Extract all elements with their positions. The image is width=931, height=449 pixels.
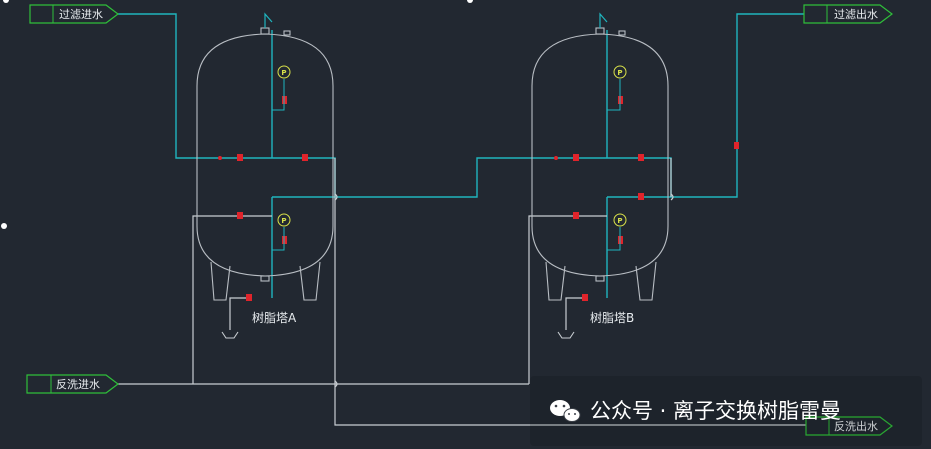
drain-b <box>565 297 585 330</box>
vent-pipes <box>264 12 608 28</box>
gauge-symbol: P <box>617 69 622 77</box>
tank-b-bottom-nozzle <box>595 275 605 282</box>
tap-b-upper <box>607 79 621 111</box>
label-filter-out: 过滤出水 <box>834 7 878 21</box>
tank-a-label: 树脂塔A <box>252 310 297 325</box>
crossing-b <box>670 193 674 201</box>
drain-funnel-b <box>557 331 575 339</box>
gauge-a-upper: P <box>277 65 291 79</box>
tank-b-shell <box>531 33 669 277</box>
tank-b-vent <box>618 30 626 36</box>
valve-a-top <box>302 154 308 161</box>
valve-b-top <box>638 154 644 161</box>
tank-a <box>196 27 334 301</box>
grip-corner <box>3 0 9 3</box>
vent-a <box>264 12 273 28</box>
tank-b-leg-right <box>635 261 657 301</box>
gauge-symbol: P <box>281 217 286 225</box>
pipe-backwash-b <box>528 215 607 384</box>
tap-a-upper <box>272 79 285 111</box>
tag-filter-out: 过滤出水 <box>803 4 893 24</box>
watermark-text: 公众号 · 离子交换树脂雷曼 <box>590 399 841 423</box>
tank-b-label: 树脂塔B <box>590 310 634 325</box>
vent-b <box>599 12 608 28</box>
crossing-c <box>334 380 338 388</box>
gauge-symbol: P <box>281 69 286 77</box>
valve-b-backwash <box>573 212 579 219</box>
drain-funnels <box>221 331 575 339</box>
pressure-gauges: P P P P <box>277 65 627 227</box>
wechat-icon <box>550 400 581 422</box>
tank-a-vent <box>283 30 291 36</box>
crossing-a <box>334 193 338 201</box>
tank-a-leg-right <box>299 261 321 301</box>
pipe-backwash-a <box>192 215 272 384</box>
label-backwash-in: 反洗进水 <box>56 378 100 391</box>
tank-b-leg-left <box>545 261 566 301</box>
valve-b-drain <box>582 294 588 301</box>
gauge-taps <box>272 79 621 251</box>
tag-filter-in: 过滤进水 <box>29 4 119 24</box>
valve-a-inlet <box>237 154 243 161</box>
valve-a-drain <box>246 294 252 301</box>
valve-outlet <box>734 142 739 149</box>
cad-grips <box>1 0 473 229</box>
tag-backwash-in: 反洗进水 <box>26 374 119 394</box>
tank-b <box>531 27 669 301</box>
tank-a-shell <box>196 33 334 277</box>
watermark-backdrop <box>530 376 922 446</box>
gauge-b-upper: P <box>613 65 627 79</box>
valve-b-inlet <box>573 154 579 161</box>
pipe-filter-outlet <box>607 13 804 198</box>
gauge-symbol: P <box>617 217 622 225</box>
tag-backwash-out: 反洗出水 <box>805 416 893 436</box>
tap-b-lower <box>607 227 621 251</box>
tap-a-lower <box>272 227 285 251</box>
grip-top <box>467 0 473 3</box>
label-filter-in: 过滤进水 <box>59 8 103 21</box>
backwash-piping <box>118 158 806 426</box>
watermark: 公众号 · 离子交换树脂雷曼 <box>530 376 922 446</box>
tank-a-bottom-nozzle <box>260 275 270 282</box>
label-backwash-out: 反洗出水 <box>834 419 878 433</box>
valve-b-outlet <box>638 193 644 200</box>
drain-a <box>229 297 249 330</box>
grip-left <box>1 223 7 229</box>
drain-funnel-a <box>221 331 239 339</box>
tank-a-leg-left <box>210 261 231 301</box>
gauge-b-lower: P <box>613 213 627 227</box>
gauge-a-lower: P <box>277 213 291 227</box>
valve-a-backwash <box>237 212 243 219</box>
valve-b-sample <box>554 156 558 160</box>
pipe-backwash-outlet <box>334 158 806 426</box>
valve-a-sample <box>218 156 222 160</box>
